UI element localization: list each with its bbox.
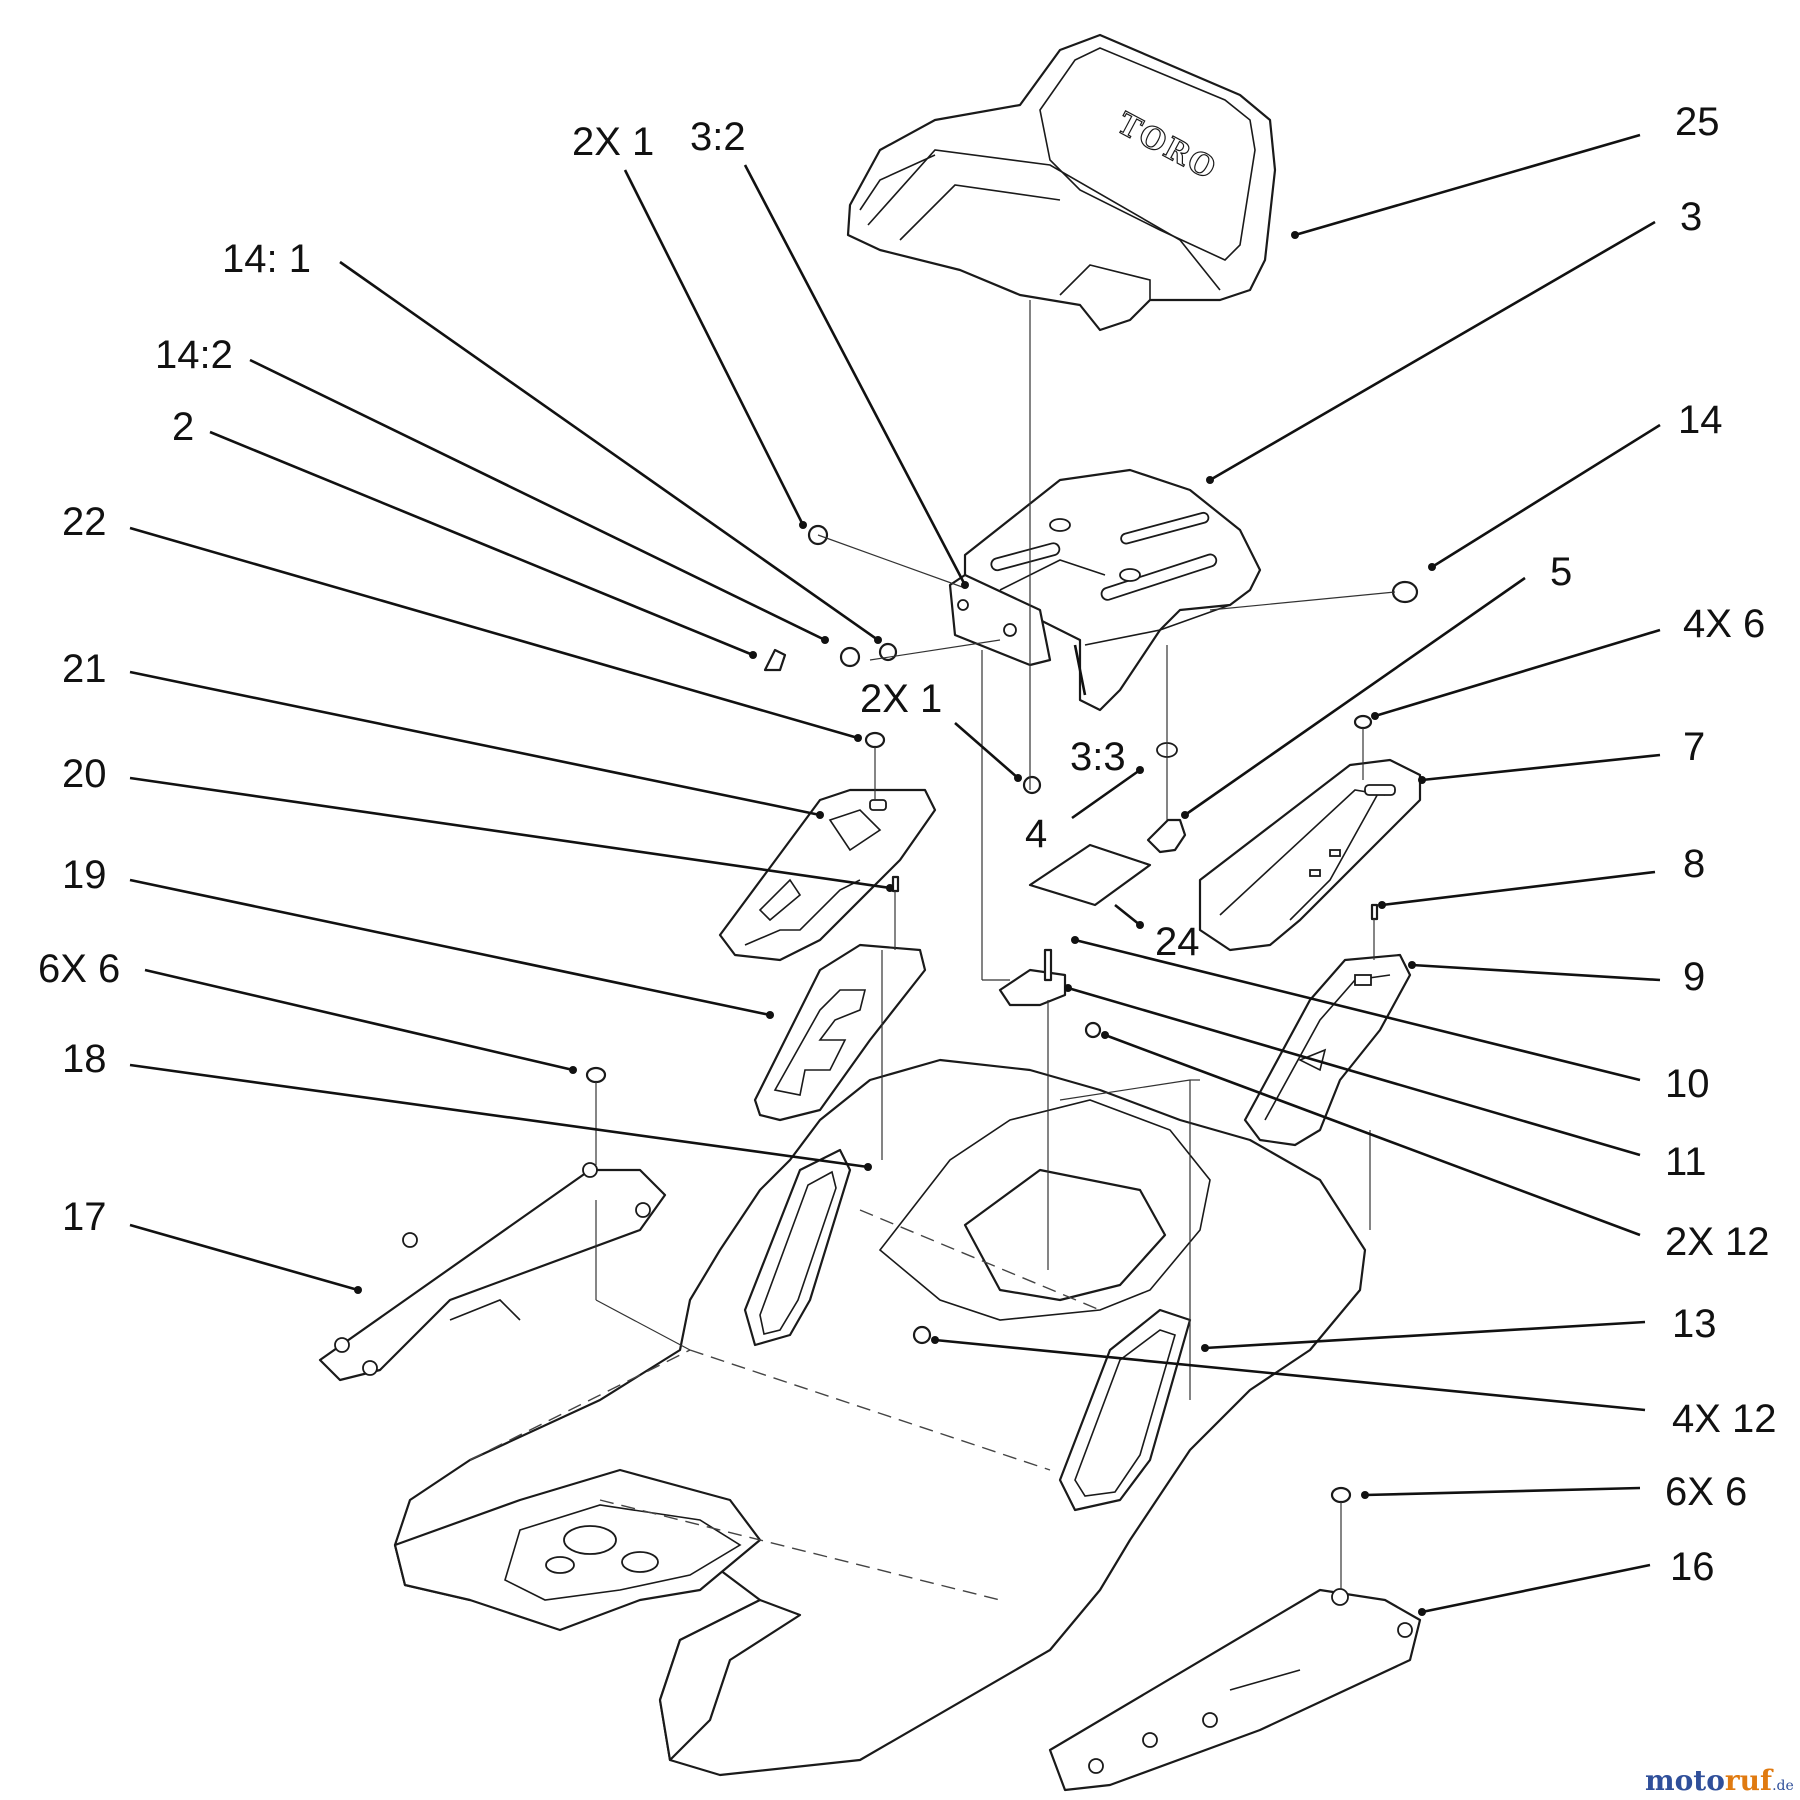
callout-3-3: 3:3 [1070, 735, 1126, 779]
fender-chassis [393, 1058, 1367, 1777]
callout-14-2: 14:2 [155, 333, 233, 377]
callout-18: 18 [62, 1037, 107, 1081]
bolt-2x1-lower [1022, 775, 1042, 795]
callout-8: 8 [1683, 842, 1705, 886]
callout-24: 24 [1155, 920, 1200, 964]
callout-14-1: 14: 1 [222, 237, 311, 281]
cap-4x6 [1353, 714, 1373, 730]
callout-25: 25 [1675, 100, 1720, 144]
nut-2x12 [1084, 1021, 1102, 1039]
spacer-14-1 [878, 642, 898, 662]
callout-14: 14 [1678, 398, 1723, 442]
callout-16: 16 [1670, 1545, 1715, 1589]
screw-8 [1370, 903, 1379, 921]
decal-24 [1028, 843, 1152, 907]
callout-5: 5 [1550, 550, 1572, 594]
callout-4x12: 4X 12 [1672, 1397, 1777, 1441]
watermark-logo: motoruf.de [1645, 1764, 1794, 1797]
callout-leaders [129, 133, 1661, 1616]
callout-7: 7 [1683, 725, 1705, 769]
callout-6x6-right: 6X 6 [1665, 1470, 1747, 1514]
panel-16 [1048, 1588, 1422, 1792]
callout-9: 9 [1683, 955, 1705, 999]
seat: TORO [846, 33, 1277, 332]
callout-3: 3 [1680, 195, 1702, 239]
cap-6x6-right [1330, 1486, 1352, 1504]
callout-4x6: 4X 6 [1683, 602, 1765, 646]
shift-plate-21 [718, 788, 937, 962]
callout-2x1-lower: 2X 1 [860, 677, 942, 721]
svg-text:motoruf.de: motoruf.de [1645, 1764, 1794, 1797]
callout-11: 11 [1665, 1140, 1707, 1184]
callout-2x12: 2X 12 [1665, 1220, 1770, 1264]
callout-2: 2 [172, 405, 194, 449]
callout-22: 22 [62, 500, 107, 544]
knob-14 [1391, 580, 1419, 604]
callout-17: 17 [62, 1195, 107, 1239]
assembly-lines [595, 300, 1396, 1590]
cap-22 [864, 731, 886, 749]
seat-pan [948, 468, 1262, 712]
cap-6x6-left [585, 1066, 607, 1084]
callout-21: 21 [62, 647, 107, 691]
plate-7 [1198, 758, 1422, 952]
callout-19: 19 [62, 853, 107, 897]
bolt-10 [1043, 948, 1053, 982]
washer-14-2 [839, 646, 861, 668]
cam-2 [763, 648, 787, 672]
hinge-bracket-11 [998, 968, 1067, 1007]
panel-17 [318, 1162, 667, 1382]
callout-3-2: 3:2 [690, 115, 746, 159]
callout-10: 10 [1665, 1062, 1710, 1106]
knob-5 [1146, 818, 1187, 854]
slot-guide-9 [1243, 953, 1412, 1147]
callout-13: 13 [1672, 1302, 1717, 1346]
hardware [585, 524, 1419, 1504]
callout-labels: 25 3 14 5 4X 6 7 8 9 10 11 2X 12 13 4X 1… [38, 100, 1777, 1589]
callout-4: 4 [1025, 812, 1047, 856]
callout-2x1-upper: 2X 1 [572, 120, 654, 164]
callout-20: 20 [62, 752, 107, 796]
callout-6x6-left: 6X 6 [38, 947, 120, 991]
nut-4x12 [912, 1325, 932, 1345]
